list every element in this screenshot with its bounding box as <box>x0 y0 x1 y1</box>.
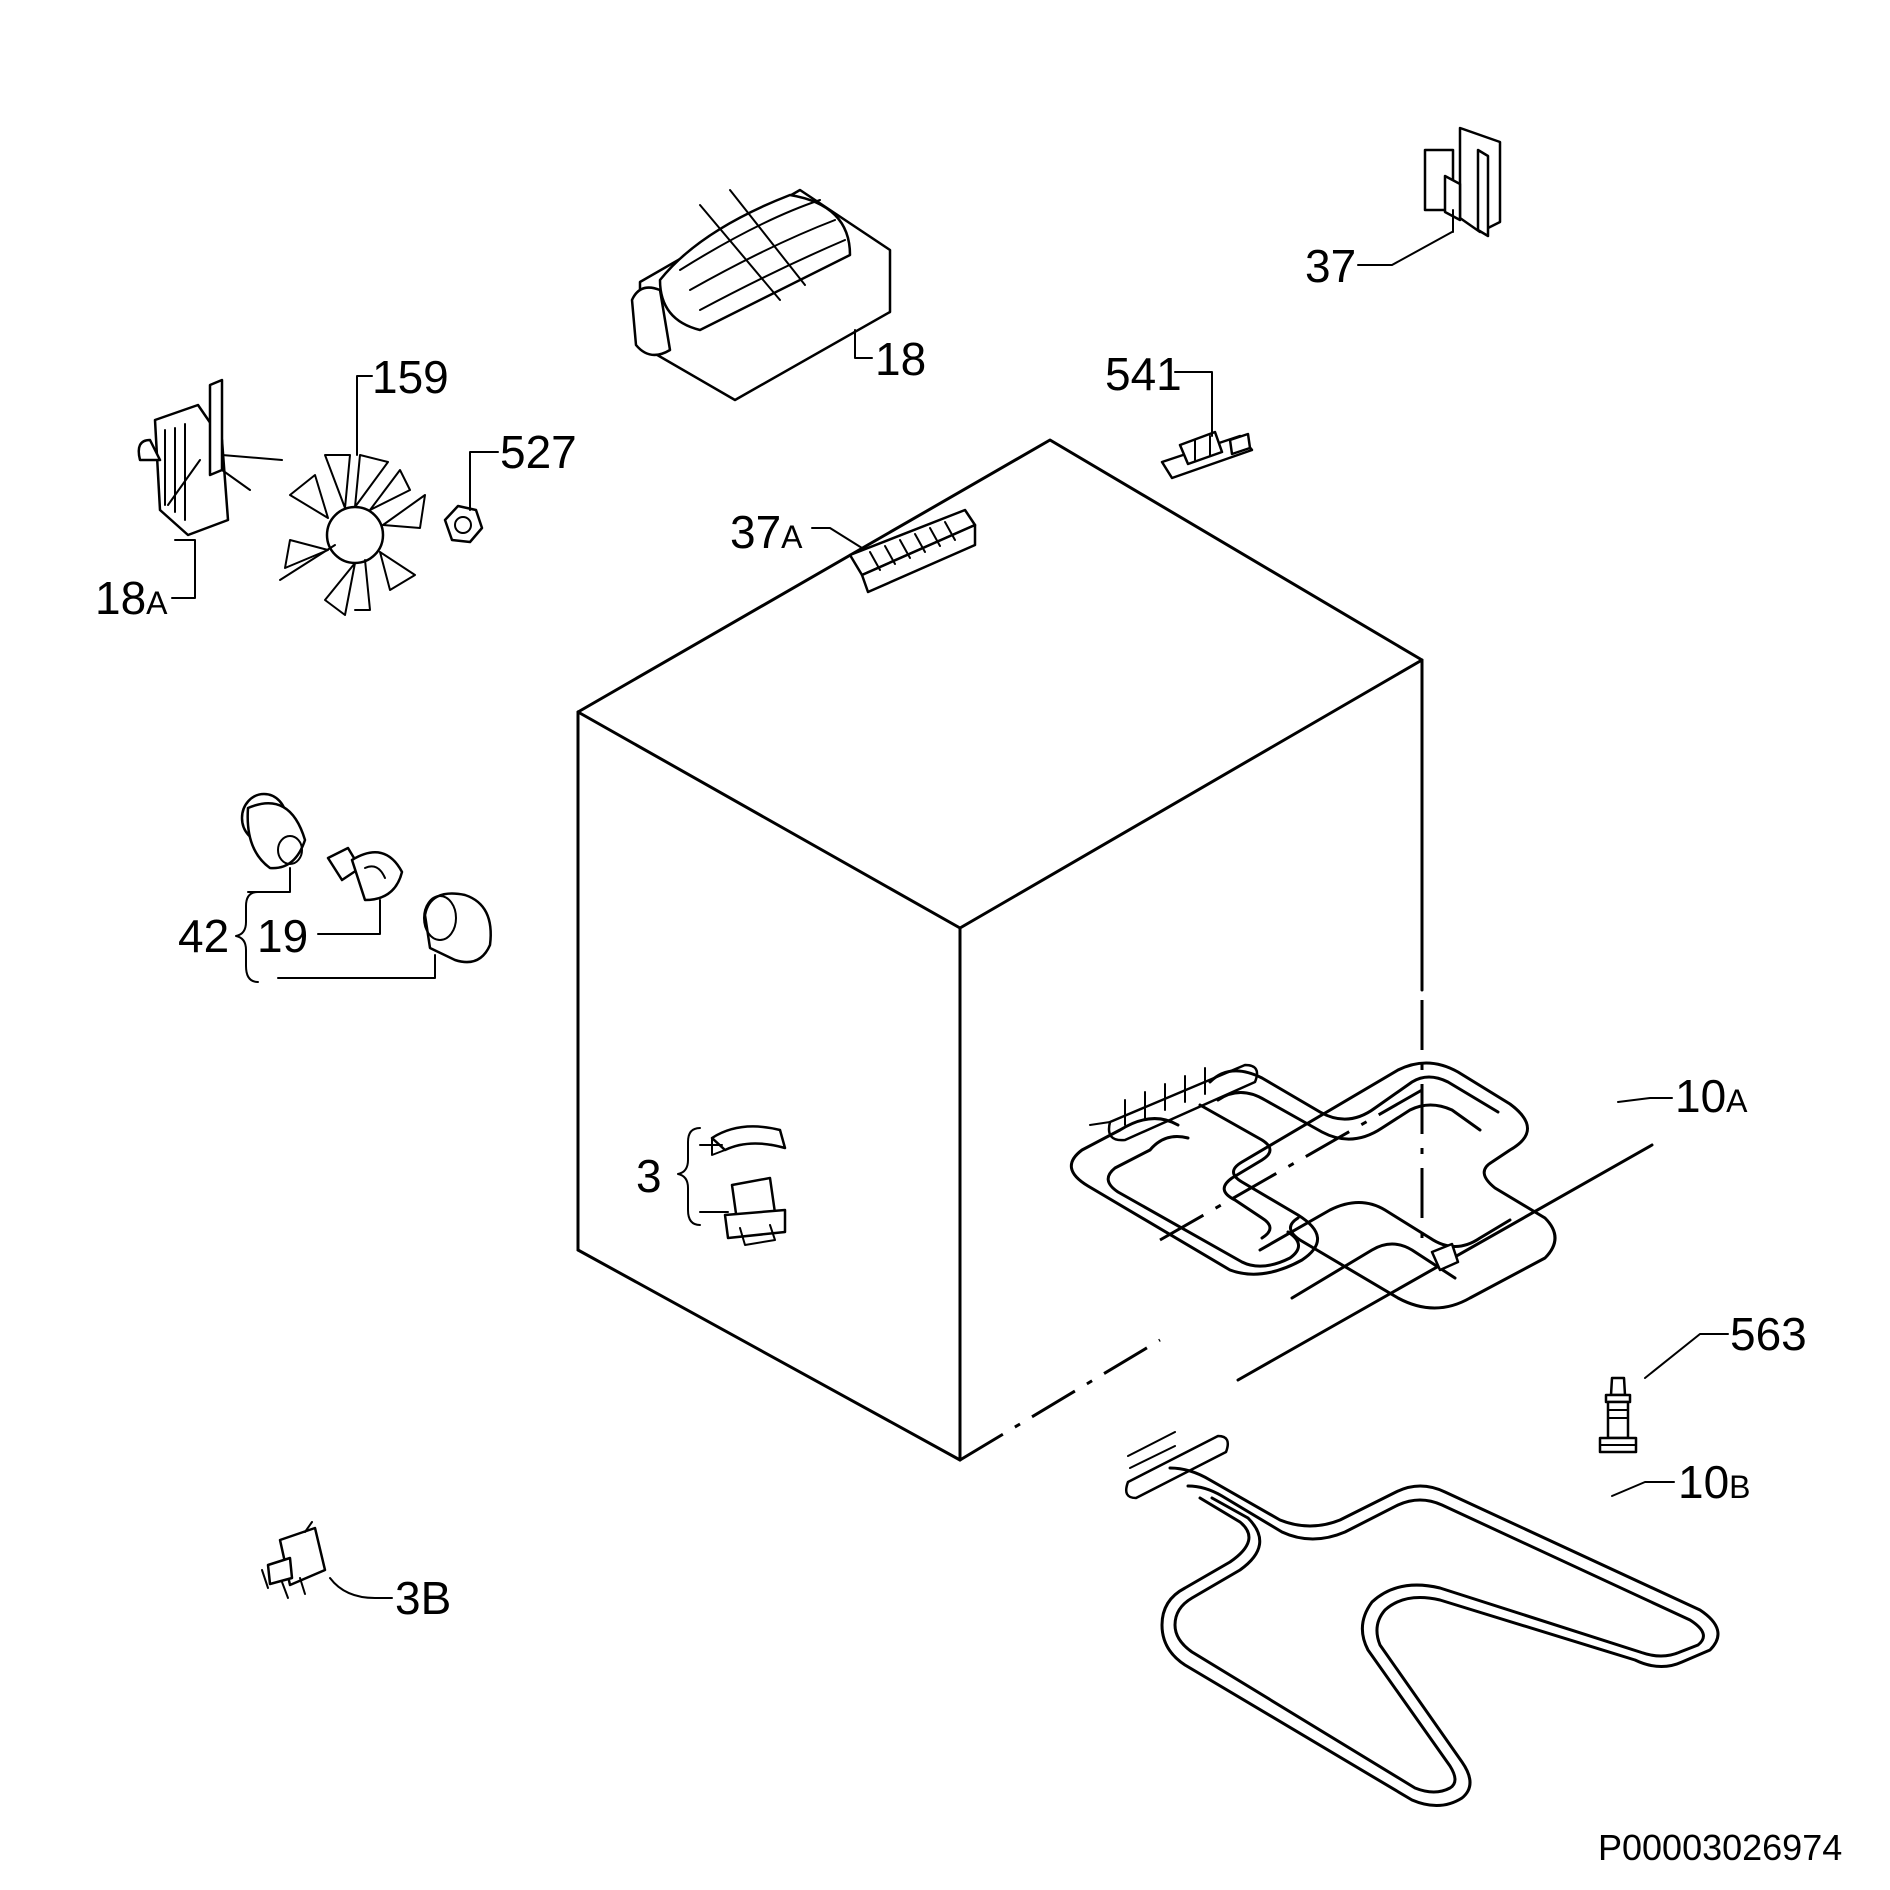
label-42: 42 <box>178 910 229 962</box>
part-37A-terminal-block-icon <box>848 508 977 594</box>
label-541: 541 <box>1105 348 1182 400</box>
leader-10A <box>1617 1097 1673 1103</box>
label-3: 3 <box>636 1150 662 1202</box>
part-18A-fan-motor-icon <box>137 378 283 537</box>
leader-18A <box>171 539 196 599</box>
label-10B: 10B <box>1678 1456 1751 1508</box>
leader-19 <box>317 899 381 935</box>
label-159: 159 <box>372 351 449 403</box>
leader-527 <box>469 451 499 511</box>
label-10A: 10A <box>1675 1070 1748 1122</box>
leader-541 <box>1174 371 1213 437</box>
part-42-lamp-cover-icon <box>423 892 492 964</box>
bracket-42 <box>235 891 259 983</box>
part-42-lamp-holder-icon <box>240 792 307 870</box>
part-159-fan-blade-icon <box>279 454 426 616</box>
part-18-tangential-fan-icon <box>630 188 892 402</box>
leader-159 <box>356 375 373 456</box>
part-3B-switch-icon <box>261 1521 327 1599</box>
label-563: 563 <box>1730 1308 1807 1360</box>
leader-563 <box>1644 1333 1729 1379</box>
leader-10B <box>1611 1481 1675 1497</box>
label-19: 19 <box>257 910 308 962</box>
leader-3B <box>329 1577 393 1599</box>
leader-18 <box>854 329 873 359</box>
label-37: 37 <box>1305 240 1356 292</box>
label-18: 18 <box>875 333 926 385</box>
leader-37 <box>1357 231 1453 266</box>
part-527-nut-icon <box>443 504 484 544</box>
leader-42-holder <box>247 867 291 893</box>
label-18A: 18A <box>95 572 168 624</box>
label-527: 527 <box>500 426 577 478</box>
label-37A: 37A <box>730 506 803 558</box>
part-563-sensor-icon <box>1598 1376 1638 1454</box>
part-541-connector-icon <box>1160 430 1254 480</box>
leader-37A <box>811 527 863 549</box>
bracket-3 <box>677 1127 701 1226</box>
diagram-code: P00003026974 <box>1598 1827 1842 1868</box>
part-37-thermostat-icon <box>1423 126 1502 238</box>
part-10A-grill-element-icon <box>1070 1061 1654 1382</box>
label-3B: 3B <box>395 1572 451 1624</box>
part-3-latch-icon <box>710 1125 787 1246</box>
leader-42-cover <box>277 954 436 979</box>
part-10B-bottom-element-icon <box>1125 1431 1720 1807</box>
part-19-lamp-bulb-icon <box>326 846 404 902</box>
oven-cavity-box <box>576 438 1424 1462</box>
